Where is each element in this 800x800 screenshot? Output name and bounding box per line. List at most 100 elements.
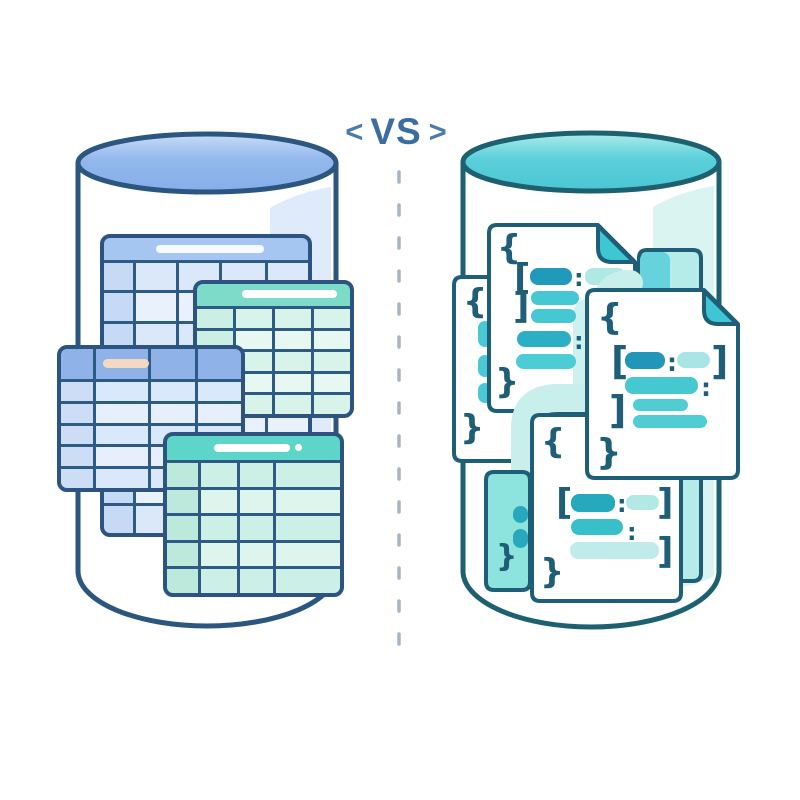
brace-close-icon: } — [540, 552, 565, 592]
table-cell — [276, 489, 340, 514]
table-cell — [104, 263, 133, 291]
bracket-close-icon: ] — [711, 339, 729, 383]
table-cell — [61, 425, 94, 445]
bracket-close-icon: ] — [513, 286, 530, 327]
table-cell — [314, 309, 350, 328]
table-header-cell — [151, 349, 195, 379]
table-cell — [240, 463, 274, 487]
table-cell — [151, 403, 195, 423]
table-cell — [96, 469, 149, 488]
bracket-close-icon: ] — [657, 531, 674, 572]
table-cell — [96, 425, 149, 445]
cylinder-top — [460, 130, 722, 194]
table-cell — [201, 489, 238, 514]
table-grid — [167, 463, 340, 593]
json-pill — [517, 331, 571, 347]
table-cell — [240, 516, 274, 540]
table-cell — [61, 447, 94, 467]
folded-corner-icon — [596, 224, 636, 264]
doc-right: {[:]:]} — [585, 288, 740, 480]
table-cell — [167, 463, 199, 487]
json-pill — [633, 415, 707, 428]
json-pill — [625, 352, 665, 369]
json-pill — [626, 495, 659, 510]
table-cell — [197, 382, 241, 401]
table-cell — [275, 330, 311, 350]
table-cell — [201, 516, 238, 540]
colon-icon: : — [701, 373, 711, 402]
table-cell — [314, 352, 350, 371]
table-header — [61, 349, 241, 379]
table-cell — [201, 569, 238, 593]
brace-close-icon: } — [496, 539, 518, 574]
table-header — [197, 284, 350, 306]
table-cell — [197, 403, 241, 423]
table-cell — [167, 542, 199, 567]
table-cell — [275, 373, 311, 393]
json-pill — [570, 542, 659, 559]
brace-close-icon: } — [495, 362, 520, 402]
cylinder-top — [75, 131, 339, 195]
colon-icon: : — [627, 518, 637, 546]
json-pill — [633, 399, 688, 411]
table-cell — [61, 469, 94, 488]
table-cell — [240, 569, 274, 593]
table-cell — [96, 403, 149, 423]
table-cell — [104, 293, 133, 321]
table-cell — [275, 309, 311, 328]
brace-open-icon: { — [541, 422, 566, 462]
json-pill — [677, 352, 710, 368]
table-header-pill — [214, 444, 290, 452]
table-cell — [314, 395, 350, 414]
table-cell — [276, 569, 340, 593]
table-cell — [201, 542, 238, 567]
json-pill — [516, 354, 576, 369]
colon-icon: : — [574, 327, 584, 355]
colon-icon: : — [667, 348, 677, 377]
brace-open-icon: { — [463, 282, 488, 322]
json-pill — [571, 519, 623, 535]
table-cell — [197, 309, 233, 328]
table-cell — [314, 330, 350, 350]
right-angle-bracket-icon: > — [428, 113, 447, 149]
doc-teal-bottom-left: } — [484, 470, 532, 592]
table-cell — [61, 382, 94, 401]
table-cell — [61, 403, 94, 423]
vs-text: VS — [370, 110, 422, 152]
table-cell — [276, 542, 340, 567]
left-angle-bracket-icon: < — [345, 113, 364, 149]
json-pill — [531, 291, 579, 305]
table-cell — [240, 489, 274, 514]
json-pill — [531, 309, 576, 323]
table-teal — [163, 432, 344, 597]
table-header-cell — [197, 349, 241, 379]
table-cell — [96, 382, 149, 401]
brace-open-icon: { — [597, 297, 623, 338]
table-header — [104, 238, 308, 260]
vs-label: < VS > — [336, 106, 456, 156]
json-pill — [530, 268, 572, 285]
table-cell — [96, 447, 149, 467]
brace-close-icon: } — [596, 432, 622, 473]
table-cell — [276, 516, 340, 540]
table-cell — [201, 463, 238, 487]
table-cell — [167, 489, 199, 514]
table-header-cell — [61, 349, 94, 379]
table-header — [167, 436, 340, 460]
folded-corner-icon — [702, 289, 739, 326]
json-pill — [585, 268, 626, 285]
json-pill — [513, 506, 528, 523]
table-cell — [135, 293, 177, 321]
table-header-dot — [295, 444, 302, 451]
table-cell — [314, 373, 350, 393]
table-header-pill — [156, 245, 264, 253]
table-cell — [236, 309, 272, 328]
brace-close-icon: } — [460, 408, 485, 448]
bracket-close-icon: ] — [609, 388, 627, 432]
colon-icon: : — [574, 264, 584, 292]
table-header-pill — [103, 359, 149, 368]
bracket-open-icon: [ — [556, 482, 573, 523]
table-cell — [151, 382, 195, 401]
table-cell — [135, 263, 177, 291]
